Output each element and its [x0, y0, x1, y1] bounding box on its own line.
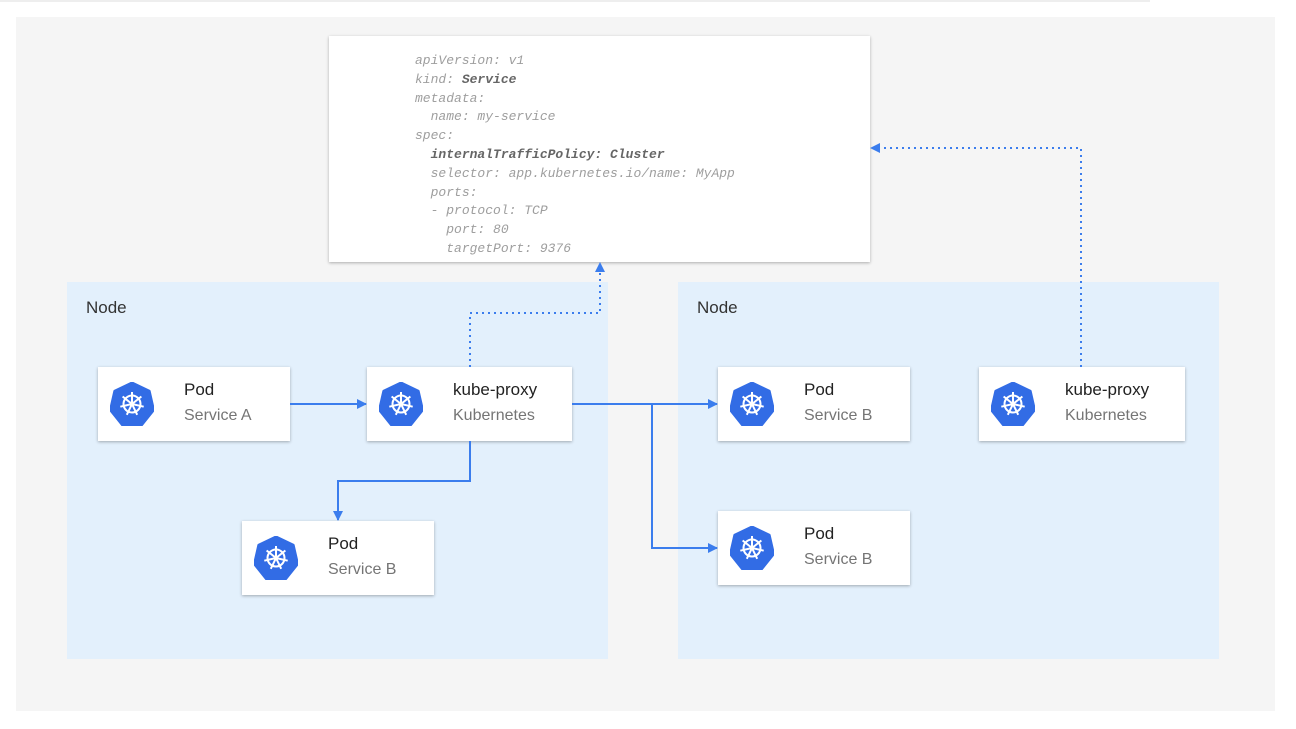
yaml-line: apiVersion: v1: [415, 53, 525, 68]
yaml-line: ports:: [430, 184, 478, 200]
card-title: kube-proxy: [1065, 380, 1150, 399]
card-subtitle: Service A: [184, 407, 252, 424]
card-subtitle: Service B: [804, 551, 873, 568]
yaml-line: selector: app.kubernetes.io/name: MyApp: [430, 165, 735, 181]
yaml-line: - protocol: TCP: [430, 203, 548, 219]
card-title: Pod: [804, 524, 835, 543]
card-subtitle: Kubernetes: [1065, 407, 1147, 424]
node-left: Node: [67, 282, 608, 659]
card-title: Pod: [804, 380, 835, 399]
card-subtitle: Service B: [328, 561, 397, 578]
card-title: Pod: [184, 380, 215, 399]
yaml-line: metadata:: [415, 90, 486, 106]
dotted-arrow-proxy-left-to-service: [469, 262, 605, 367]
card-subtitle: Service B: [804, 407, 873, 424]
yaml-line: targetPort: 9376: [446, 240, 572, 256]
card-subtitle: Kubernetes: [453, 407, 535, 424]
card-title: Pod: [328, 534, 359, 553]
yaml-line: name: my-service: [430, 109, 556, 125]
node-right: Node: [678, 282, 1219, 659]
card-title: kube-proxy: [453, 380, 538, 399]
node-label: Node: [697, 298, 738, 317]
yaml-line: port: 80: [446, 222, 509, 238]
yaml-line: kind: Service: [415, 71, 517, 87]
yaml-code: apiVersion: v1 kind: Service metadata: nam…: [415, 52, 735, 259]
yaml-line: internalTrafficPolicy: Cluster: [430, 146, 665, 162]
node-label: Node: [86, 298, 127, 317]
top-divider: [0, 0, 1150, 2]
service-yaml-box: apiVersion: v1 kind: Service metadata: nam…: [329, 36, 870, 262]
arrow-proxy-to-podb-left: [333, 441, 471, 521]
yaml-line: spec:: [415, 128, 455, 144]
dotted-arrow-proxy-right-to-service: [870, 143, 1082, 367]
arrow-proxy-to-podb-right-bottom: [651, 404, 718, 553]
